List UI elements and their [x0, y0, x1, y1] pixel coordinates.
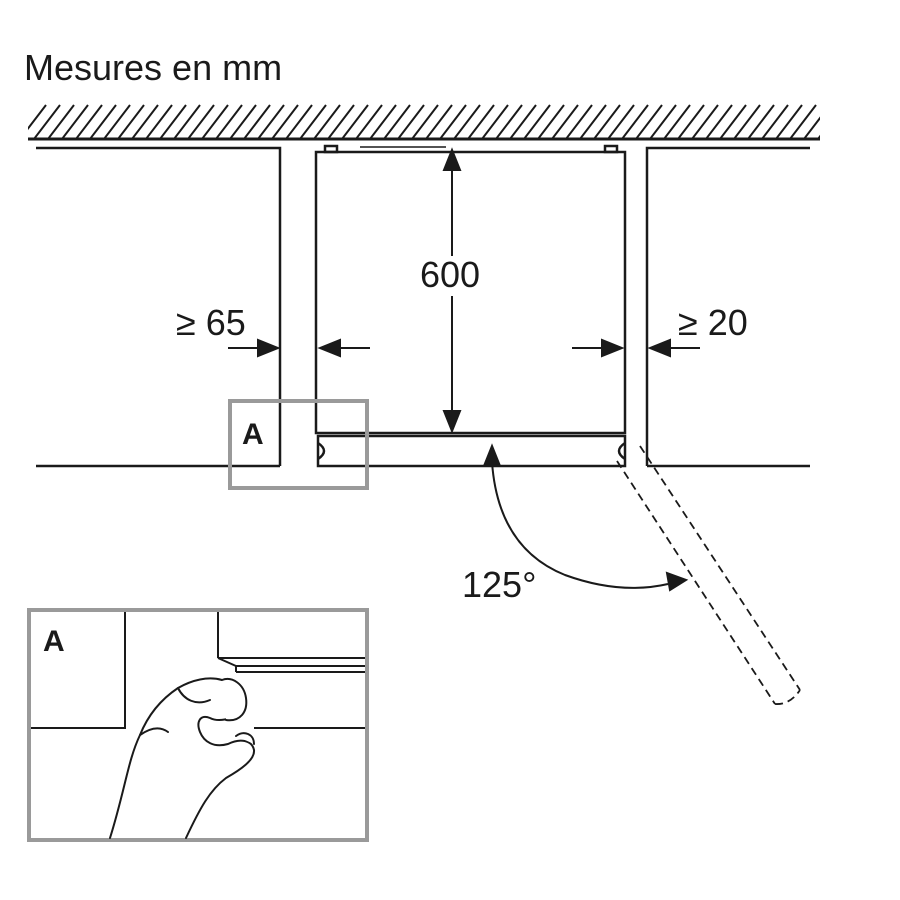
hatch-line	[145, 104, 173, 138]
hatch-line	[747, 104, 775, 138]
hatch-line	[369, 104, 397, 138]
hatch-line	[537, 104, 565, 138]
hatch-line	[299, 104, 327, 138]
detail-label: A	[43, 625, 65, 658]
left-cabinet	[36, 146, 282, 468]
hatch-line	[775, 104, 803, 138]
hatch-line	[705, 104, 733, 138]
hatch-line	[341, 104, 369, 138]
hatch-line	[593, 104, 621, 138]
hatch-line	[789, 104, 817, 138]
hatch-line	[383, 104, 411, 138]
hatch-line	[649, 104, 677, 138]
hatch-line	[453, 104, 481, 138]
hatch-line	[173, 104, 201, 138]
hatch-line	[551, 104, 579, 138]
hatch-line	[523, 104, 551, 138]
detail-drawing	[31, 612, 365, 729]
hatch-line	[509, 104, 537, 138]
hatch-line	[677, 104, 705, 138]
hatch-line	[75, 104, 103, 138]
hatch-line	[663, 104, 691, 138]
hatch-line	[733, 104, 761, 138]
gap-right-arrows	[572, 338, 700, 358]
hatch-line	[159, 104, 187, 138]
hatch-line	[215, 104, 243, 138]
hatch-line	[201, 104, 229, 138]
hatch-line	[47, 104, 75, 138]
hatch-line	[61, 104, 89, 138]
hatch-line	[271, 104, 299, 138]
hand-icon	[109, 677, 255, 839]
hatch-line	[257, 104, 285, 138]
hatch-line	[285, 104, 313, 138]
hatch-line	[327, 104, 355, 138]
hatch-line	[832, 105, 858, 139]
hatch-line	[579, 104, 607, 138]
hatch-line	[243, 104, 271, 138]
callout-marker-label: A	[242, 418, 264, 451]
hatch-line	[411, 104, 439, 138]
hatch-line	[33, 104, 61, 138]
hatch-line	[467, 104, 495, 138]
hatch-line	[229, 104, 257, 138]
hatch-line	[313, 104, 341, 138]
hatch-line	[131, 104, 159, 138]
depth-dimension	[442, 147, 462, 434]
door-angle-arc	[482, 443, 689, 592]
title: Mesures en mm	[24, 47, 282, 88]
hatch-line	[355, 104, 383, 138]
gap-right-label: ≥ 20	[678, 302, 748, 343]
gap-left-arrows	[228, 338, 370, 358]
right-cabinet	[645, 146, 810, 468]
callout-frame	[228, 399, 369, 490]
hatch-line	[481, 104, 509, 138]
hatch-line	[117, 104, 145, 138]
hatch-line	[621, 104, 649, 138]
hatch-line	[495, 104, 523, 138]
hatch-line	[719, 104, 747, 138]
hatch-line	[761, 104, 789, 138]
ceiling-hatch	[28, 104, 858, 139]
hatch-line	[103, 104, 131, 138]
hatch-line	[635, 104, 663, 138]
hatch-line	[817, 134, 820, 138]
hatch-line	[565, 104, 593, 138]
door-open-dashed	[616, 445, 801, 705]
hatch-line	[607, 104, 635, 138]
appliance	[314, 144, 627, 435]
hatch-line	[425, 104, 453, 138]
gap-left-label: ≥ 65	[176, 302, 246, 343]
hatch-line	[89, 104, 117, 138]
depth-label: 600	[420, 254, 480, 295]
hatch-line	[803, 116, 820, 138]
hatch-line	[187, 104, 215, 138]
hatch-line	[439, 104, 467, 138]
hatch-line	[28, 104, 47, 131]
door	[316, 434, 627, 468]
hatch-line	[397, 104, 425, 138]
hatch-line	[691, 104, 719, 138]
door-angle-label: 125°	[462, 564, 536, 605]
